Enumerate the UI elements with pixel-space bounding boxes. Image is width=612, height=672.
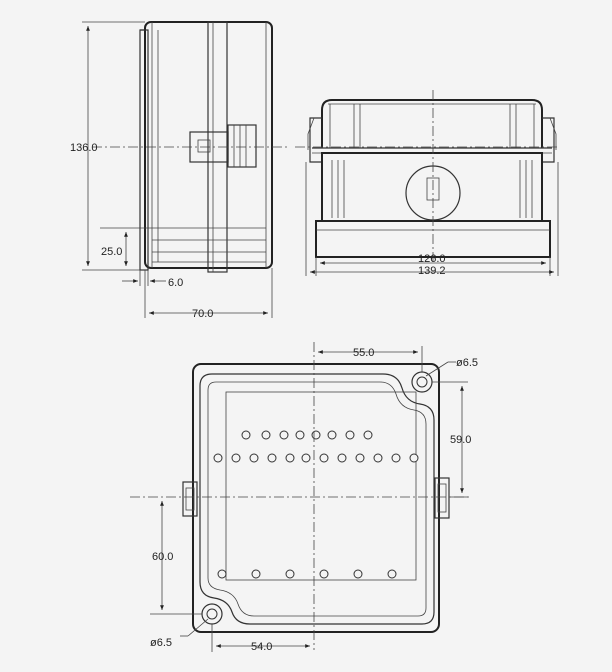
front-right-clip-detail: [549, 117, 557, 150]
front-left-clip-detail: [307, 117, 315, 150]
hole: [391, 453, 401, 463]
side-bottom-label: 25.0: [101, 246, 122, 258]
hole: [295, 430, 305, 440]
front-right-clip: [542, 117, 555, 163]
plan-inner-compartment: [225, 391, 417, 581]
plan-view: 55.0 ø6.5 59.0 60.0 ø6.5 54.0: [130, 342, 478, 653]
front-view: 126.0 139.2: [295, 90, 560, 277]
hole: [345, 430, 355, 440]
plan-left-latch-inner: [185, 487, 195, 511]
hole: [409, 453, 419, 463]
side-latch-hinge: [227, 124, 257, 168]
plan-top-dia-leader: [425, 361, 449, 377]
hole: [319, 569, 329, 579]
hole: [241, 430, 251, 440]
hole: [261, 430, 271, 440]
front-lid-outline: [321, 99, 543, 148]
hole: [213, 453, 223, 463]
plan-rail-outer: [199, 373, 435, 625]
plan-bottom-dia-label: ø6.5: [150, 637, 172, 649]
hole: [285, 453, 295, 463]
plan-top-offset-label: 55.0: [353, 347, 374, 359]
hole: [301, 453, 311, 463]
hole: [279, 430, 289, 440]
side-view: 136.0 25.0 6.0 70.0: [70, 21, 290, 320]
hole: [337, 453, 347, 463]
front-left-clip: [309, 117, 322, 163]
hole: [319, 453, 329, 463]
hole: [353, 569, 363, 579]
hole: [251, 569, 261, 579]
plan-hole-row-3: [217, 569, 397, 579]
front-inner-width-label: 126.0: [418, 253, 446, 265]
plan-bottom-dia-leader: [187, 618, 209, 637]
plan-right-latch: [434, 477, 450, 519]
hole: [387, 569, 397, 579]
plan-outer-body: [192, 363, 440, 633]
side-lip-label: 6.0: [168, 277, 183, 289]
side-width-label: 70.0: [192, 308, 213, 320]
hole: [311, 430, 321, 440]
front-base-body: [321, 152, 543, 222]
hole: [231, 453, 241, 463]
side-latch-hole: [197, 139, 211, 153]
plan-hole-row-2: [213, 453, 419, 463]
plan-top-mount-hole: [416, 376, 428, 388]
plan-bottom-mount-hole: [206, 608, 218, 620]
side-height-label: 136.0: [70, 142, 98, 154]
plan-left-latch: [182, 481, 198, 517]
hole: [217, 569, 227, 579]
hole: [249, 453, 259, 463]
plan-bottom-offset-label: 54.0: [251, 641, 272, 653]
plan-right-vertical-label: 59.0: [450, 434, 471, 446]
plan-right-latch-inner: [437, 483, 447, 513]
hole: [363, 430, 373, 440]
plan-hole-row-1: [241, 430, 373, 440]
plan-left-vertical-label: 60.0: [152, 551, 173, 563]
hole: [373, 453, 383, 463]
side-left-lip: [139, 29, 149, 271]
plan-rail-inner: [207, 381, 427, 617]
hole: [267, 453, 277, 463]
hole: [355, 453, 365, 463]
plan-top-dia-label: ø6.5: [456, 357, 478, 369]
hole: [327, 430, 337, 440]
hole: [285, 569, 295, 579]
front-outer-width-label: 139.2: [418, 265, 446, 277]
